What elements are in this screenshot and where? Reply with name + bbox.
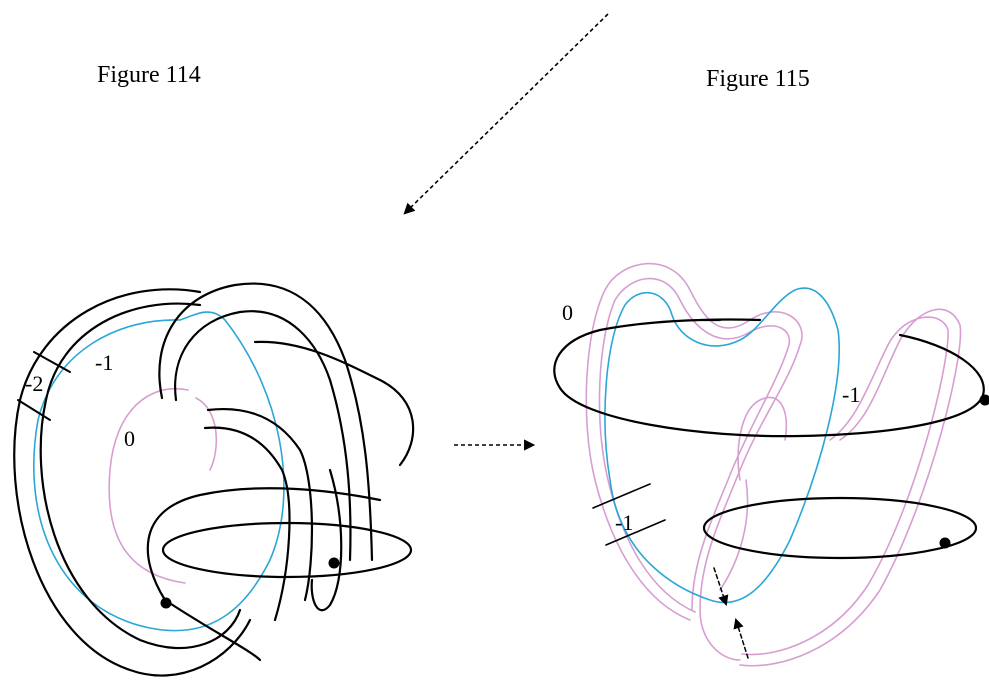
fig114-inner-strand-a (206, 408, 314, 602)
fig114-outer-band-inner (39, 302, 242, 650)
fig114-top-arch-2 (174, 310, 352, 562)
fig114-pink-label: 0 (124, 426, 135, 451)
fig114-band-label: -2 (25, 371, 44, 396)
fig114-top-arch (158, 282, 374, 562)
fig115-pink-strand-3 (739, 308, 962, 667)
fig114-blue-curve (32, 311, 285, 632)
fig115-pink-label: 0 (562, 300, 573, 325)
figure-115-caption: Figure 115 (706, 66, 810, 92)
fig114-dot-left (160, 597, 172, 609)
fig114-band-box (17, 351, 71, 421)
fig115-arrow-down (713, 567, 729, 606)
fig115-pink-strand-1 (585, 262, 803, 661)
fig115-dot-bottom (939, 537, 951, 549)
fig115-bottom-ellipse (702, 496, 978, 560)
fig114-dot-right (328, 557, 340, 569)
fig115-box (592, 483, 666, 546)
fig115-pink-inner (719, 396, 787, 591)
fig114-bottom-ellipse (161, 521, 413, 579)
fig114-blue-label: -1 (95, 350, 114, 375)
fig114-right-lobe (253, 340, 415, 467)
fig114-pink-curve (108, 387, 218, 584)
fig115-blue-label: -1 (842, 382, 861, 407)
figure-114-caption: Figure 114 (97, 62, 201, 88)
fig115-pink-strand-2 (598, 277, 791, 613)
figure-114-diagram (13, 282, 415, 677)
fig115-pink-strand-4 (741, 316, 949, 656)
fig115-blue-curve (604, 287, 840, 604)
fig115-arrow-up (733, 617, 749, 659)
fig115-box-label: -1 (615, 510, 634, 535)
fig114-outer-band-outer (13, 288, 252, 677)
diagonal-dashed-arrow (403, 13, 609, 215)
fig114-inner-strand-c (310, 468, 343, 612)
figure-115-diagram (553, 262, 989, 667)
fig115-dot-top (979, 394, 989, 406)
fig114-lower-band (146, 487, 382, 662)
fig115-top-ellipse (553, 318, 985, 438)
